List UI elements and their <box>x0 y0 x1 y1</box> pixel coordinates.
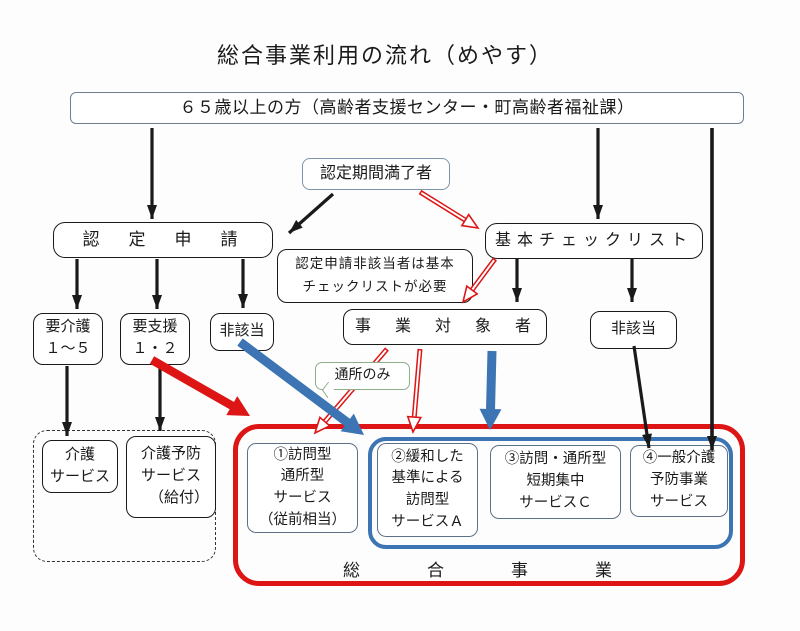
node-basic-checklist: 基本チェックリスト <box>485 223 703 259</box>
arrow-expired-to-application <box>287 192 335 235</box>
node-age65: ６５歳以上の方（高齢者支援センター・町高齢者福祉課） <box>70 92 744 124</box>
node-tsusho-only-callout: 通所のみ <box>315 362 410 390</box>
label-sogo-jigyo: 総 合 事 業 <box>343 561 623 580</box>
node-jigyo-taishosha: 事 業 対 象 者 <box>343 309 547 345</box>
page-title: 総合事業利用の流れ（めやす） <box>216 43 553 68</box>
node-service1-homon-tsusho: ①訪問型 通所型 サービス （従前相当） <box>247 443 358 533</box>
node-kaigo-yobo-service: 介護予防 サービス （給付） <box>126 436 216 518</box>
node-service3-tanki-shuchu-c: ③訪問・通所型 短期集中 サービスＣ <box>490 445 621 519</box>
node-note-checklist-required: 認定申請非該当者は基本 チェックリストが必要 <box>277 249 473 303</box>
node-certification-application: 認 定 申 請 <box>53 222 273 258</box>
arrow-jigyo-to-service3 <box>479 350 502 430</box>
node-higaito-right: 非該当 <box>590 311 677 349</box>
arrow-yoshien-to-sogo-jigyo <box>149 356 250 416</box>
node-yokaigo-1-5: 要介護 １～５ <box>33 313 103 365</box>
node-kaigo-service: 介護 サービス <box>42 440 118 493</box>
node-service4-ippan-yobo: ④一般介護 予防事業 サービス <box>630 445 728 517</box>
node-yoshien-1-2: 要支援 １・２ <box>120 313 190 365</box>
node-higaito-left: 非該当 <box>210 313 274 351</box>
arrow-jigyo-to-service2 <box>406 348 423 434</box>
node-certification-expired: 認定期間満了者 <box>302 158 450 190</box>
arrow-expired-to-checklist <box>418 189 480 230</box>
node-service2-kanwa-kijun-a: ②緩和した 基準による 訪問型 サービスＡ <box>377 443 478 537</box>
service-234-group-frame <box>368 437 733 549</box>
